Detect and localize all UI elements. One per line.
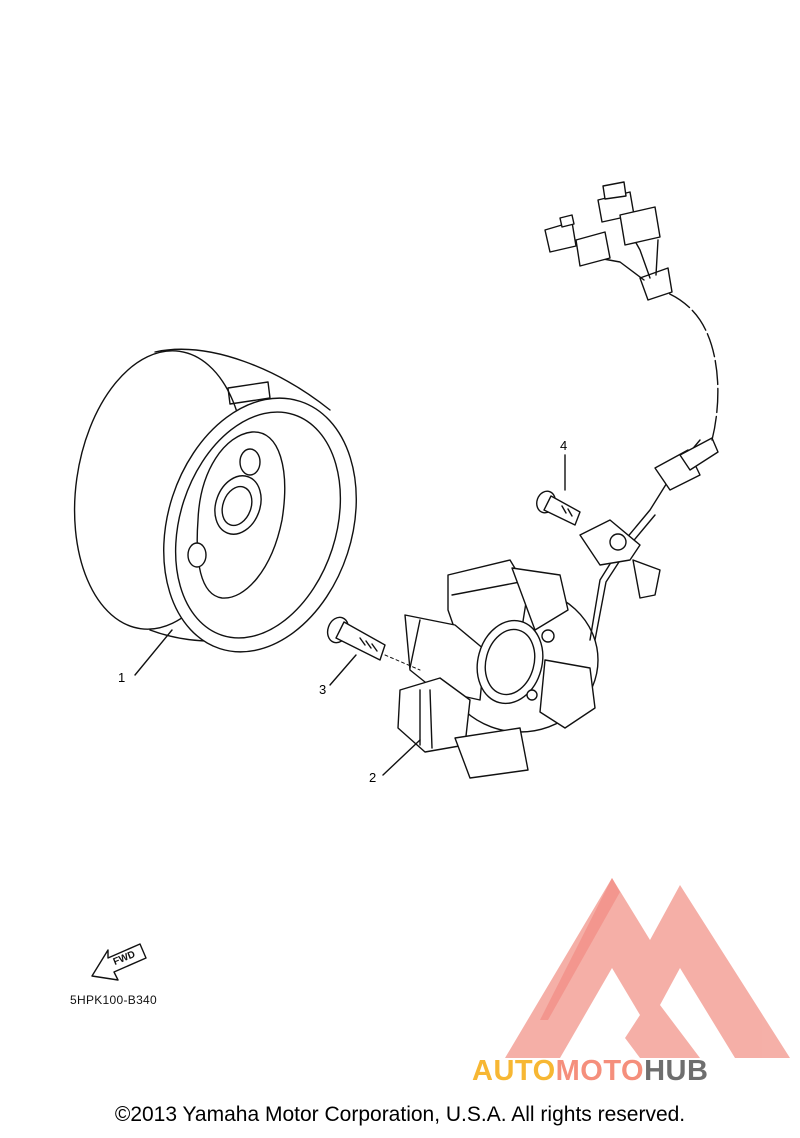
flywheel-rotor[interactable] [57,340,387,677]
fwd-arrow-icon [91,943,147,981]
stator-assembly[interactable] [397,559,599,779]
leader-line-1 [134,629,173,676]
copyright-notice: ©2013 Yamaha Motor Corporation, U.S.A. A… [114,1103,686,1126]
brand-hub: HUB [644,1055,709,1087]
diagram-code: 5HPK100-B340 [70,993,157,1007]
callout-2: 2 [369,770,377,785]
stator-bolt[interactable] [324,614,386,661]
watermark-brand: AUTOMOTOHUB [472,1055,708,1088]
automotohub-logo-icon [505,878,790,1058]
wire-harness[interactable] [544,181,719,641]
brand-auto: AUTO [472,1055,556,1087]
callout-1: 1 [118,670,126,685]
callout-4: 4 [560,438,568,453]
leader-line-2 [382,739,421,776]
leader-line-3 [329,654,357,686]
brand-moto: MOTO [555,1055,645,1087]
callout-3: 3 [319,682,327,697]
clamp-screw[interactable] [534,489,581,526]
